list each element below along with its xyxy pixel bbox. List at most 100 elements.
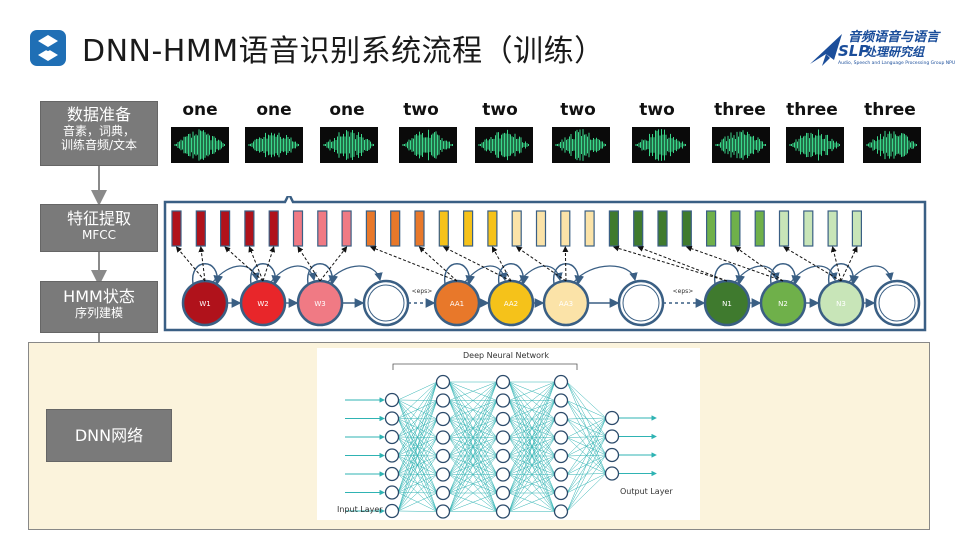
nn-connection	[508, 381, 556, 401]
nn-connection	[508, 400, 556, 512]
step-data-prep-sub1: 音素，词典，	[62, 124, 135, 138]
feature-vector	[438, 210, 449, 247]
nn-connection	[508, 381, 556, 438]
nn-node	[604, 466, 620, 481]
word-label: two	[560, 100, 596, 120]
nn-connection	[566, 417, 607, 494]
nn-figure: Deep Neural Network Input Layer Output L…	[317, 348, 700, 520]
nn-connection	[508, 381, 556, 494]
nn-connection	[508, 381, 556, 457]
alignment-link	[262, 246, 276, 282]
step-feature: 特征提取 MFCC	[40, 204, 158, 252]
nn-connection	[397, 381, 438, 512]
nn-node	[384, 411, 400, 426]
nn-diagram	[345, 363, 657, 519]
feature-vector	[633, 210, 644, 247]
nn-connection	[397, 474, 438, 512]
step-data-prep: 数据准备 音素，词典， 训练音频/文本	[40, 101, 158, 166]
nn-node	[553, 485, 569, 501]
feature-vector	[803, 210, 814, 247]
word-label: two	[639, 100, 675, 120]
nn-connection	[508, 381, 556, 512]
nn-connection	[397, 418, 438, 512]
alignment-link	[248, 246, 264, 282]
step-feature-sub: MFCC	[81, 228, 116, 242]
nn-node	[435, 448, 451, 464]
step-hmm: HMM状态 序列建模	[40, 281, 158, 333]
nn-connection	[508, 492, 556, 512]
logo-sub-text: 处理研究组	[864, 45, 925, 59]
alignment-link	[198, 246, 206, 282]
step-hmm-sub: 序列建模	[74, 306, 123, 320]
nn-connection	[448, 381, 498, 457]
feature-vector	[195, 210, 206, 247]
nn-connection	[448, 381, 498, 401]
nn-connection	[448, 381, 498, 512]
skip-transition	[734, 265, 780, 283]
nn-connection	[448, 381, 498, 475]
feature-vector	[171, 210, 182, 247]
nn-connection	[566, 417, 607, 475]
nn-bracket	[392, 363, 578, 370]
nn-connection	[397, 437, 438, 512]
skip-transition	[790, 265, 838, 283]
nn-connection	[397, 381, 438, 419]
feature-vector	[487, 210, 498, 247]
hmm-null-state-inner	[878, 284, 916, 322]
logo-tiny-text: Audio, Speech and Language Processing Gr…	[838, 61, 956, 66]
hmm-state-label: W2	[257, 300, 268, 308]
feature-vector	[681, 210, 692, 247]
feature-vector	[730, 210, 741, 247]
alignment-link	[319, 246, 348, 282]
hmm-state-label: N2	[778, 300, 788, 308]
skip-transition	[573, 265, 638, 283]
page-title: DNN-HMM语音识别系统流程（训练）	[82, 34, 605, 69]
nn-connection	[508, 437, 556, 512]
nn-connection	[448, 492, 498, 512]
feature-vector	[511, 210, 522, 247]
nn-connection	[448, 400, 498, 512]
nn-connection	[397, 400, 438, 512]
nn-node	[435, 467, 451, 482]
waveform-thumbnail	[786, 127, 844, 163]
nn-node	[495, 485, 511, 501]
nn-node	[435, 393, 451, 408]
alignment-link	[685, 245, 784, 282]
hmm-state-label: AA1	[450, 300, 464, 308]
nn-connection	[397, 510, 438, 512]
hmm-state-label: AA2	[504, 300, 518, 308]
hmm-null-state-inner	[622, 284, 660, 322]
nn-node	[384, 466, 400, 482]
feature-vector	[584, 210, 595, 247]
logo-slp-text: SLP	[838, 42, 870, 60]
nn-connection	[448, 455, 498, 512]
hmm-state-label: N1	[722, 300, 732, 308]
nn-node	[495, 374, 511, 390]
alignment-link	[297, 246, 321, 282]
step-data-prep-sub2: 训练音频/文本	[60, 138, 138, 152]
nn-connection	[566, 400, 607, 419]
nn-connection	[397, 381, 438, 493]
nn-node	[553, 448, 569, 464]
alignment-link	[562, 246, 569, 282]
feature-vector	[317, 210, 328, 247]
feature-vector	[463, 210, 474, 247]
feature-vector	[414, 210, 425, 247]
eps-label: <eps>	[673, 288, 694, 295]
alignment-link	[442, 246, 512, 282]
nn-connection	[566, 417, 607, 512]
alignment-link	[224, 246, 264, 282]
nn-node	[553, 374, 569, 390]
waveform-thumbnail	[245, 127, 303, 163]
nn-node	[553, 467, 569, 482]
nn-connection	[508, 418, 556, 512]
skip-transition	[270, 265, 317, 283]
alignment-link	[491, 246, 512, 282]
step-hmm-title: HMM状态	[63, 287, 135, 306]
feature-vector	[657, 210, 668, 247]
nn-connection	[397, 381, 438, 456]
nn-node	[553, 504, 569, 519]
waveform-thumbnail	[712, 127, 770, 163]
feature-vector	[292, 210, 304, 247]
